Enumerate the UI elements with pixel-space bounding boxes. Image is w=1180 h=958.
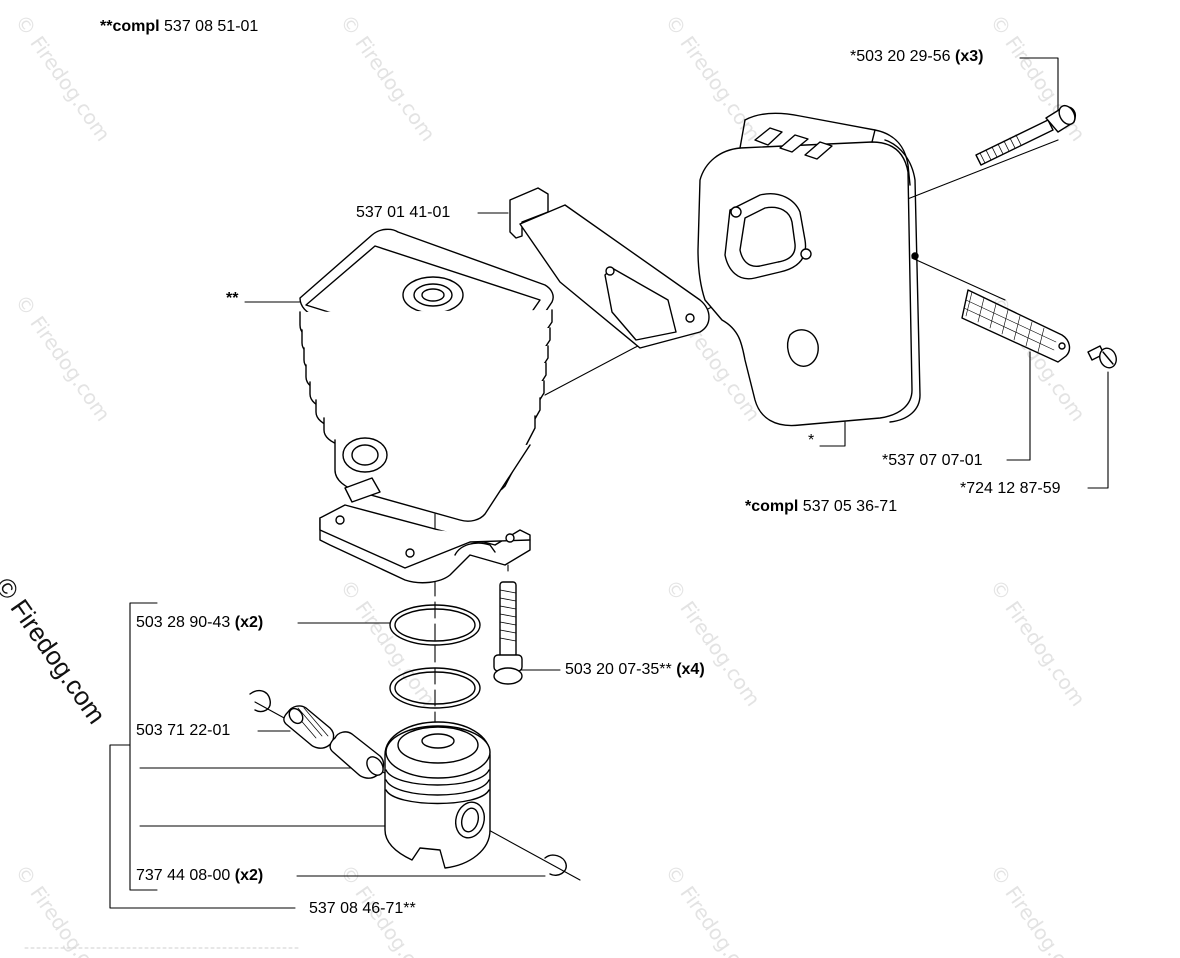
- label-part-number: 537 05 36-71: [798, 498, 898, 515]
- spark-arrestor-screen: [961, 289, 1071, 363]
- label-circlip: 737 44 08-00 (x2): [136, 867, 263, 885]
- muffler: [697, 112, 921, 427]
- label-piston-ring: 503 28 90-43 (x2): [136, 614, 263, 632]
- needle-bearing: [249, 689, 335, 749]
- muffler-bolt: [975, 104, 1076, 166]
- gasket-plate: [509, 187, 710, 349]
- label-quantity: (x4): [676, 661, 705, 678]
- label-bold-prefix: **compl: [100, 18, 160, 35]
- label-part-number: 503 20 07-35**: [565, 661, 677, 678]
- label-part-number: 537 08 46-71**: [309, 900, 416, 917]
- label-part-number: 503 71 22-01: [136, 722, 231, 739]
- cylinder-bolt: [493, 581, 523, 685]
- label-piston-kit: 537 08 46-71**: [309, 900, 416, 918]
- label-quantity: (x2): [234, 614, 264, 631]
- label-bearing: 503 71 22-01: [136, 722, 230, 740]
- label-muffler-marker: *: [808, 432, 814, 450]
- piston: [384, 721, 567, 876]
- label-cylinder-marker: **: [226, 290, 238, 308]
- label-marker: *: [808, 432, 815, 449]
- label-part-number: 537 08 51-01: [159, 18, 259, 35]
- label-marker: **: [226, 290, 239, 307]
- screen-screw: [1087, 345, 1117, 369]
- piston-pin: [329, 731, 385, 779]
- leader-lines: [109, 57, 1109, 909]
- label-part-number: 503 28 90-43: [136, 614, 235, 631]
- cylinder: [299, 228, 554, 584]
- label-part-number: *724 12 87-59: [960, 480, 1061, 497]
- label-part-number: *537 07 07-01: [882, 452, 983, 469]
- label-part-number: *503 20 29-56: [850, 48, 955, 65]
- label-compl-muffler: *compl 537 05 36-71: [745, 498, 897, 516]
- label-part-number: 537 01 41-01: [356, 204, 451, 221]
- piston-rings: [389, 604, 481, 709]
- label-muffler-bolt: *503 20 29-56 (x3): [850, 48, 983, 66]
- label-gasket: 537 01 41-01: [356, 204, 450, 222]
- label-bold-prefix: *compl: [745, 498, 799, 515]
- label-screw: *724 12 87-59: [960, 480, 1061, 498]
- label-quantity: (x2): [234, 867, 264, 884]
- label-part-number: 737 44 08-00: [136, 867, 235, 884]
- label-compl-cylinder: **compl 537 08 51-01: [100, 18, 258, 36]
- label-cylinder-bolt: 503 20 07-35** (x4): [565, 661, 705, 679]
- label-quantity: (x3): [954, 48, 984, 65]
- label-spark-screen: *537 07 07-01: [882, 452, 983, 470]
